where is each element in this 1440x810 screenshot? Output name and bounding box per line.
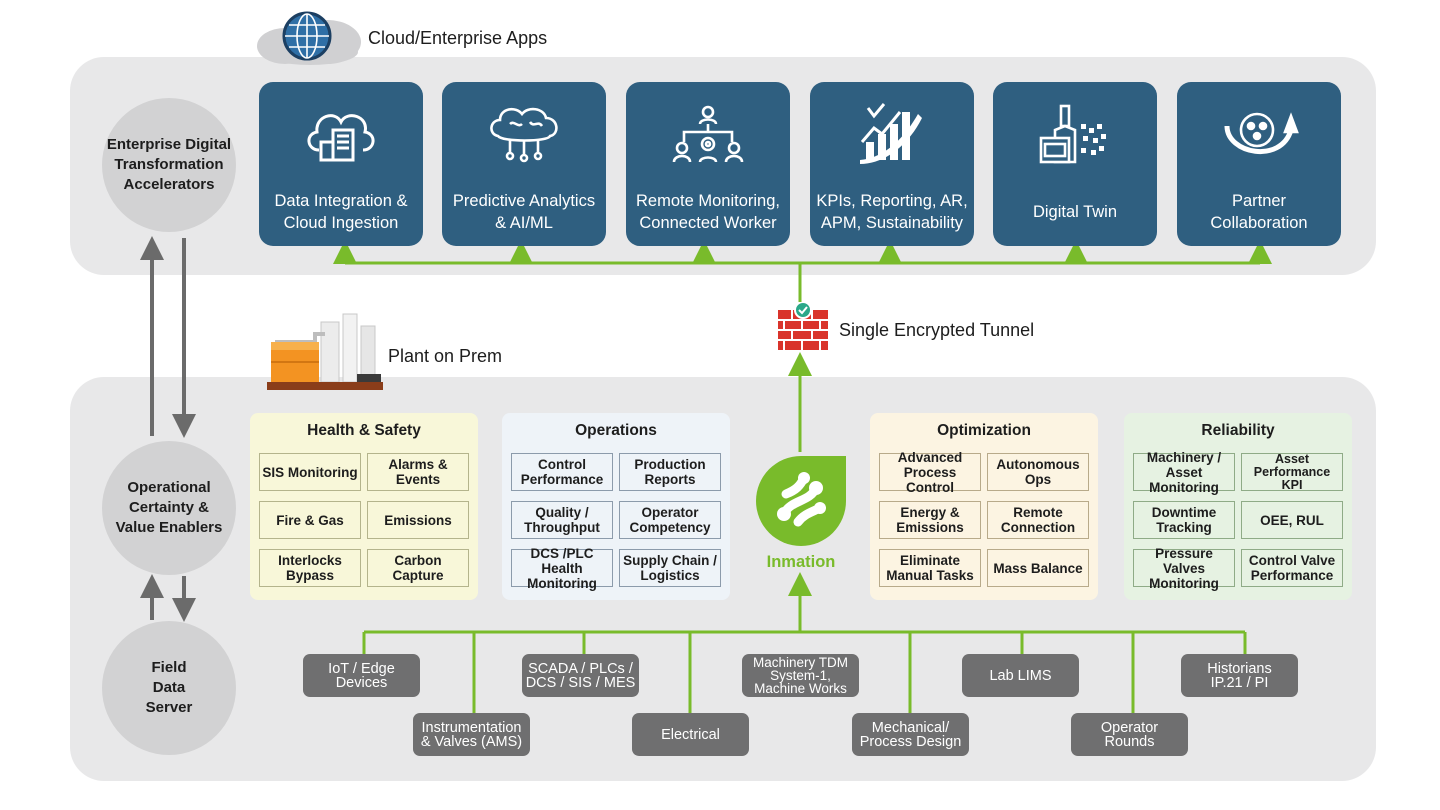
layer-field-data-server: Field Data Server xyxy=(102,621,236,755)
capability-cell: Energy & Emissions xyxy=(879,501,981,539)
source-historians[interactable]: Historians IP.21 / PI xyxy=(1181,654,1298,697)
source-electrical[interactable]: Electrical xyxy=(632,713,749,756)
cloud-apps-heading: Cloud/Enterprise Apps xyxy=(368,28,548,48)
group-optimization: Optimization Advanced Process Control Au… xyxy=(870,413,1098,600)
app-data-integration[interactable]: Data Integration & Cloud Ingestion xyxy=(259,82,423,246)
brain-circuit-icon xyxy=(490,107,558,163)
cloud-globe-icon xyxy=(255,0,365,66)
capability-cell: Interlocks Bypass xyxy=(259,549,361,587)
tunnel-label: Single Encrypted Tunnel xyxy=(839,320,1035,340)
capability-cell: Carbon Capture xyxy=(367,549,469,587)
app-label: Partner Collaboration xyxy=(1210,192,1308,232)
capability-cell: OEE, RUL xyxy=(1241,501,1343,539)
app-label: Remote Monitoring, Connected Worker xyxy=(636,192,780,232)
plant-icon xyxy=(265,312,385,394)
source-scada-plc[interactable]: SCADA / PLCs / DCS / SIS / MES xyxy=(522,654,639,697)
capability-cell: Advanced Process Control xyxy=(879,450,981,495)
capability-cell: Eliminate Manual Tasks xyxy=(879,549,981,587)
capability-cell: Emissions xyxy=(367,501,469,539)
hub-label: Inmation xyxy=(766,553,836,571)
group-reliability: Reliability Machinery / Asset Monitoring… xyxy=(1124,413,1352,600)
source-mechanical-design[interactable]: Mechanical/ Process Design xyxy=(852,713,969,756)
source-operator-rounds[interactable]: Operator Rounds xyxy=(1071,713,1188,756)
app-label: Digital Twin xyxy=(1032,203,1118,221)
capability-cell: Operator Competency xyxy=(619,501,721,539)
gear-people-icon xyxy=(1224,112,1299,155)
source-lab-lims[interactable]: Lab LIMS xyxy=(962,654,1079,697)
firewall-icon xyxy=(776,301,830,352)
capability-cell: Asset Performance KPI xyxy=(1241,452,1343,491)
capability-cell: Quality / Throughput xyxy=(511,501,613,539)
app-label: Data Integration & Cloud Ingestion xyxy=(274,192,408,232)
capability-cell: SIS Monitoring xyxy=(259,453,361,491)
capability-cell: Mass Balance xyxy=(987,549,1089,587)
capability-cell: Remote Connection xyxy=(987,501,1089,539)
capability-cell: Pressure Valves Monitoring xyxy=(1133,546,1235,591)
capability-cell: Autonomous Ops xyxy=(987,453,1089,491)
capability-cell: Production Reports xyxy=(619,453,721,491)
source-iot-edge[interactable]: IoT / Edge Devices xyxy=(303,654,420,697)
app-kpis-reporting[interactable]: KPIs, Reporting, AR, APM, Sustainability xyxy=(810,82,974,246)
capability-cell: Fire & Gas xyxy=(259,501,361,539)
capability-cell: Control Valve Performance xyxy=(1241,549,1343,587)
app-partner-collaboration[interactable]: Partner Collaboration xyxy=(1177,82,1341,246)
growth-chart-icon xyxy=(860,103,922,164)
source-instrumentation[interactable]: Instrumentation & Valves (AMS) xyxy=(413,713,530,756)
layer-operational-enablers: Operational Certainty & Value Enablers xyxy=(102,441,236,575)
group-title: Reliability xyxy=(1201,422,1275,439)
plant-heading: Plant on Prem xyxy=(388,346,503,366)
capability-cell: Downtime Tracking xyxy=(1133,501,1235,539)
group-health-safety: Health & Safety SIS Monitoring Alarms & … xyxy=(250,413,478,600)
capability-cell: DCS /PLC Health Monitoring xyxy=(511,546,613,591)
app-remote-monitoring[interactable]: Remote Monitoring, Connected Worker xyxy=(626,82,790,246)
capability-cell: Machinery / Asset Monitoring xyxy=(1133,450,1235,495)
capability-cell: Supply Chain / Logistics xyxy=(619,549,721,587)
factory-twin-icon xyxy=(1039,104,1106,164)
app-digital-twin[interactable]: Digital Twin xyxy=(993,82,1157,246)
app-label: KPIs, Reporting, AR, APM, Sustainability xyxy=(816,192,968,232)
capability-cell: Control Performance xyxy=(511,453,613,491)
group-operations: Operations Control Performance Productio… xyxy=(502,413,730,600)
source-machinery-tdm[interactable]: Machinery TDM System-1, Machine Works xyxy=(742,654,859,697)
layer-enterprise-accelerators: Enterprise Digital Transformation Accele… xyxy=(102,98,236,232)
group-title: Operations xyxy=(575,422,657,439)
group-title: Optimization xyxy=(937,422,1031,439)
capability-cell: Alarms & Events xyxy=(367,453,469,491)
app-predictive-analytics[interactable]: Predictive Analytics & AI/ML xyxy=(442,82,606,246)
cloud-server-icon xyxy=(307,114,375,162)
app-label: Predictive Analytics & AI/ML xyxy=(452,192,596,232)
inmation-logo-icon xyxy=(756,456,846,546)
people-network-icon xyxy=(672,105,744,163)
group-title: Health & Safety xyxy=(307,422,421,439)
